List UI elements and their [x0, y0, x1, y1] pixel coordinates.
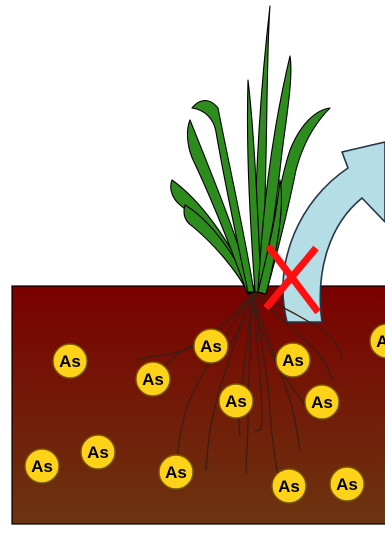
arsenic-particle-icon: As	[25, 449, 59, 483]
arsenic-label: As	[165, 463, 187, 482]
arsenic-particle-icon: As	[194, 329, 228, 363]
arsenic-particle-icon: As	[159, 455, 193, 489]
arsenic-particle-icon: As	[305, 385, 339, 419]
arsenic-particle-icon: As	[276, 343, 310, 377]
arsenic-particle-icon: As	[330, 467, 364, 501]
arsenic-label: As	[278, 477, 300, 496]
arsenic-label: As	[311, 393, 333, 412]
arsenic-label: As	[31, 457, 53, 476]
arsenic-label: As	[282, 351, 304, 370]
arsenic-label: As	[376, 332, 385, 351]
arsenic-particle-icon: As	[272, 469, 306, 503]
arsenic-label: As	[142, 370, 164, 389]
arsenic-label: As	[87, 443, 109, 462]
arsenic-label: As	[200, 337, 222, 356]
arsenic-particle-icon: As	[81, 435, 115, 469]
arsenic-particle-icon: As	[53, 344, 87, 378]
arsenic-label: As	[59, 352, 81, 371]
arsenic-particle-icon: As	[136, 362, 170, 396]
arsenic-label: As	[336, 475, 358, 494]
arsenic-label: As	[225, 392, 247, 411]
arsenic-particle-icon: As	[219, 384, 253, 418]
